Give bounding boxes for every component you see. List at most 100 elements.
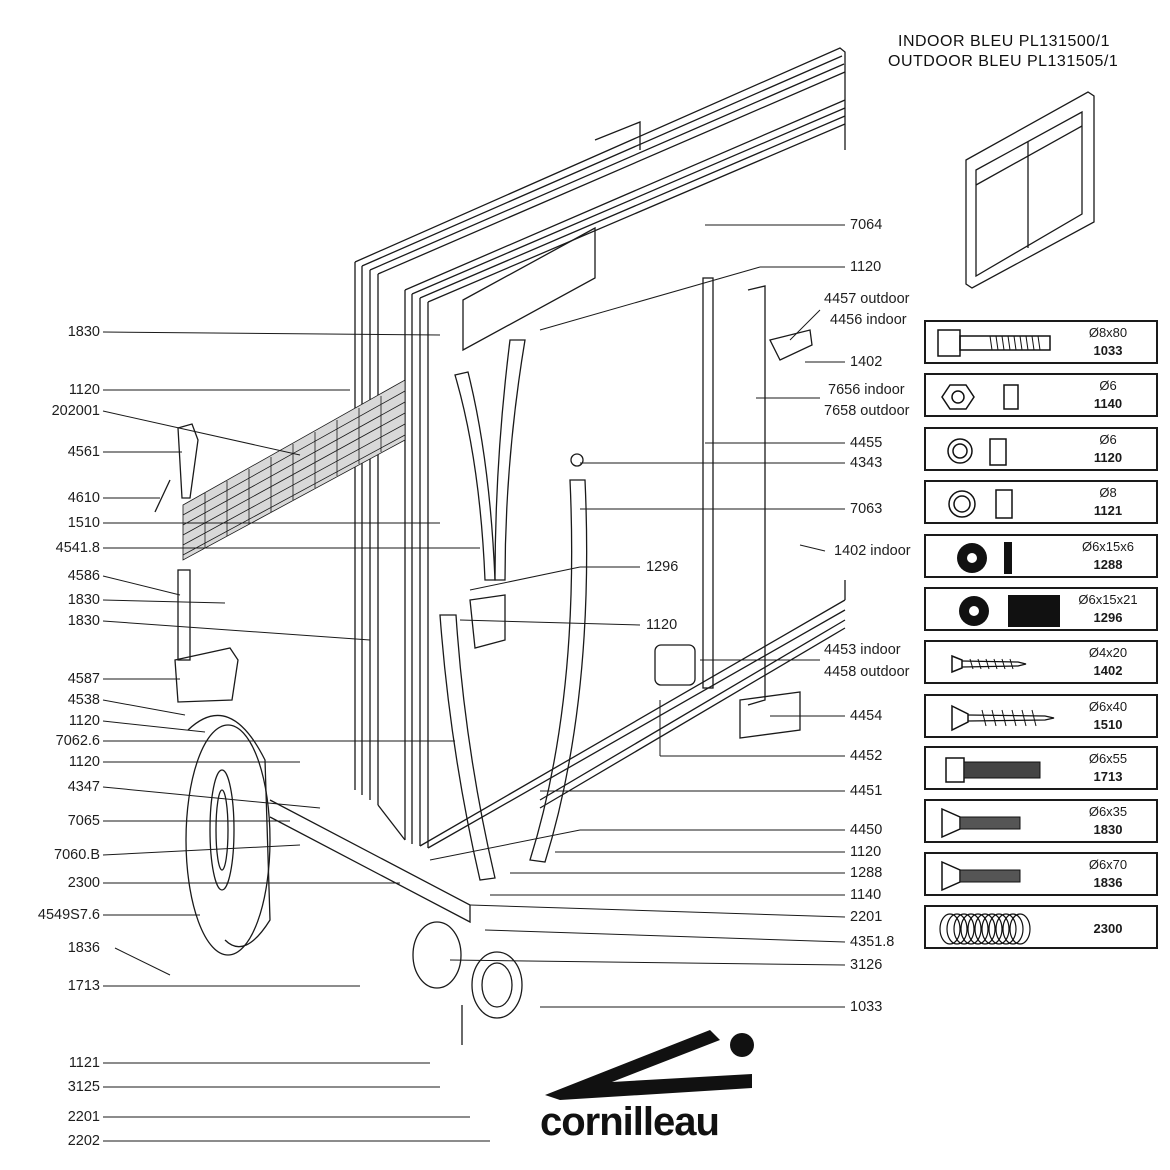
part-label: 4610 <box>67 490 100 506</box>
part-label: 2300 <box>67 875 100 891</box>
hardware-size: Ø6x70 <box>1088 857 1128 872</box>
part-label: 7062.6 <box>55 733 100 749</box>
part-label: 4351.8 <box>850 934 895 950</box>
part-label: 1120 <box>68 382 100 398</box>
hardware-item: Ø6x40 1510 <box>924 694 1158 738</box>
leg-wheel-frame <box>185 714 471 956</box>
hardware-code: 1140 <box>1093 396 1123 411</box>
part-label: 1288 <box>850 865 883 881</box>
hardware-size: Ø6x35 <box>1088 804 1128 819</box>
part-label: 7060.B <box>54 847 100 863</box>
part-label: 1033 <box>850 999 883 1015</box>
part-label: 4451 <box>850 783 883 799</box>
small-wheels <box>412 921 523 1045</box>
part-label: 1121 <box>68 1055 100 1071</box>
brand-wordmark: cornilleau <box>540 1100 720 1144</box>
model-line-indoor: INDOOR BLEU PL131500/1 <box>898 33 1110 50</box>
part-label: 4453 indoor <box>824 642 901 658</box>
part-label: 4586 <box>67 568 100 584</box>
part-label: 4549S7.6 <box>37 907 100 923</box>
part-label: 4454 <box>850 708 883 724</box>
hardware-code: 1121 <box>1093 503 1123 518</box>
hardware-item: Ø6x70 1836 <box>924 852 1158 896</box>
washer-icon <box>957 542 1012 574</box>
part-label: 2201 <box>850 909 883 925</box>
hardware-code: 1713 <box>1093 769 1123 784</box>
part-label: 4457 outdoor <box>824 291 910 307</box>
hardware-item: Ø8 1121 <box>924 480 1158 524</box>
hex-bolt-icon <box>937 329 1051 357</box>
part-label: 4455 <box>850 435 883 451</box>
hardware-size: Ø8x80 <box>1088 325 1128 340</box>
part-label: 3125 <box>67 1079 100 1095</box>
hardware-code: 1288 <box>1093 557 1123 572</box>
part-label: 202001 <box>51 403 100 419</box>
hardware-size: Ø6x55 <box>1088 751 1128 766</box>
lock-nut-icon <box>948 489 1013 519</box>
part-label: 1120 <box>850 259 882 275</box>
hardware-size: Ø8 <box>1099 485 1117 500</box>
countersunk-bolt-icon <box>941 860 1021 892</box>
net-post <box>154 423 239 703</box>
part-label: 7064 <box>850 217 883 233</box>
part-label: 4450 <box>850 822 883 838</box>
part-label: 1713 <box>67 978 100 994</box>
part-label: 1120 <box>68 754 100 770</box>
part-label: 7656 indoor <box>828 382 905 398</box>
leader-lines-left <box>102 331 490 1142</box>
part-label: 1510 <box>67 515 100 531</box>
table-top-panel <box>354 47 846 849</box>
part-label: 1402 <box>850 354 883 370</box>
hardware-size: Ø6x15x21 <box>1078 592 1138 607</box>
part-label: 1120 <box>646 617 678 633</box>
part-label: 4587 <box>67 671 100 687</box>
hardware-item: Ø6 1120 <box>924 427 1158 471</box>
part-label: 1402 indoor <box>834 543 911 559</box>
spring-washer-icon <box>939 913 1031 945</box>
part-label: 1830 <box>67 592 100 608</box>
hardware-code: 1120 <box>1093 450 1123 465</box>
part-label: 1296 <box>646 559 679 575</box>
part-label: 1830 <box>67 324 100 340</box>
inset-table-view <box>965 91 1095 289</box>
part-label: 4561 <box>67 444 100 460</box>
hardware-item: Ø6x15x6 1288 <box>924 534 1158 578</box>
model-line-outdoor: OUTDOOR BLEU PL131505/1 <box>888 53 1119 70</box>
part-label: 1120 <box>850 844 882 860</box>
lock-nut-icon <box>947 438 1007 466</box>
part-label: 2201 <box>67 1109 100 1125</box>
countersunk-bolt-icon <box>941 807 1021 839</box>
part-label: 4456 indoor <box>830 312 907 328</box>
hardware-code: 1402 <box>1093 663 1123 678</box>
part-label: 7658 outdoor <box>824 403 910 419</box>
hardware-code: 1836 <box>1093 875 1123 890</box>
hardware-item: Ø4x20 1402 <box>924 640 1158 684</box>
part-label: 1120 <box>68 713 100 729</box>
flange-bolt-icon <box>945 757 1041 783</box>
part-label: 1140 <box>850 887 882 903</box>
hardware-item: Ø6 1140 <box>924 373 1158 417</box>
hardware-code: 1033 <box>1093 343 1123 358</box>
wood-screw-icon <box>951 654 1027 674</box>
part-label: 4541.8 <box>55 540 100 556</box>
cornilleau-logo-icon <box>545 1030 754 1100</box>
hardware-code: 1296 <box>1093 610 1123 625</box>
part-label: 4538 <box>67 692 100 708</box>
wood-screw-icon <box>951 704 1055 732</box>
part-label: 7063 <box>850 501 883 517</box>
spacer-icon <box>959 595 1060 627</box>
hardware-size: Ø4x20 <box>1088 645 1128 660</box>
hardware-item: Ø6x35 1830 <box>924 799 1158 843</box>
hardware-code: 2300 <box>1093 921 1123 936</box>
part-label: 4347 <box>67 779 100 795</box>
part-label: 4343 <box>850 455 883 471</box>
hardware-item: Ø6x55 1713 <box>924 746 1158 790</box>
part-label: 7065 <box>67 813 100 829</box>
hardware-item: Ø6x15x21 1296 <box>924 587 1158 631</box>
part-label: 2202 <box>67 1133 100 1149</box>
hardware-code: 1830 <box>1093 822 1123 837</box>
hex-nut-icon <box>941 384 1019 410</box>
hardware-code: 1510 <box>1093 717 1123 732</box>
hardware-size: Ø6x40 <box>1088 699 1128 714</box>
